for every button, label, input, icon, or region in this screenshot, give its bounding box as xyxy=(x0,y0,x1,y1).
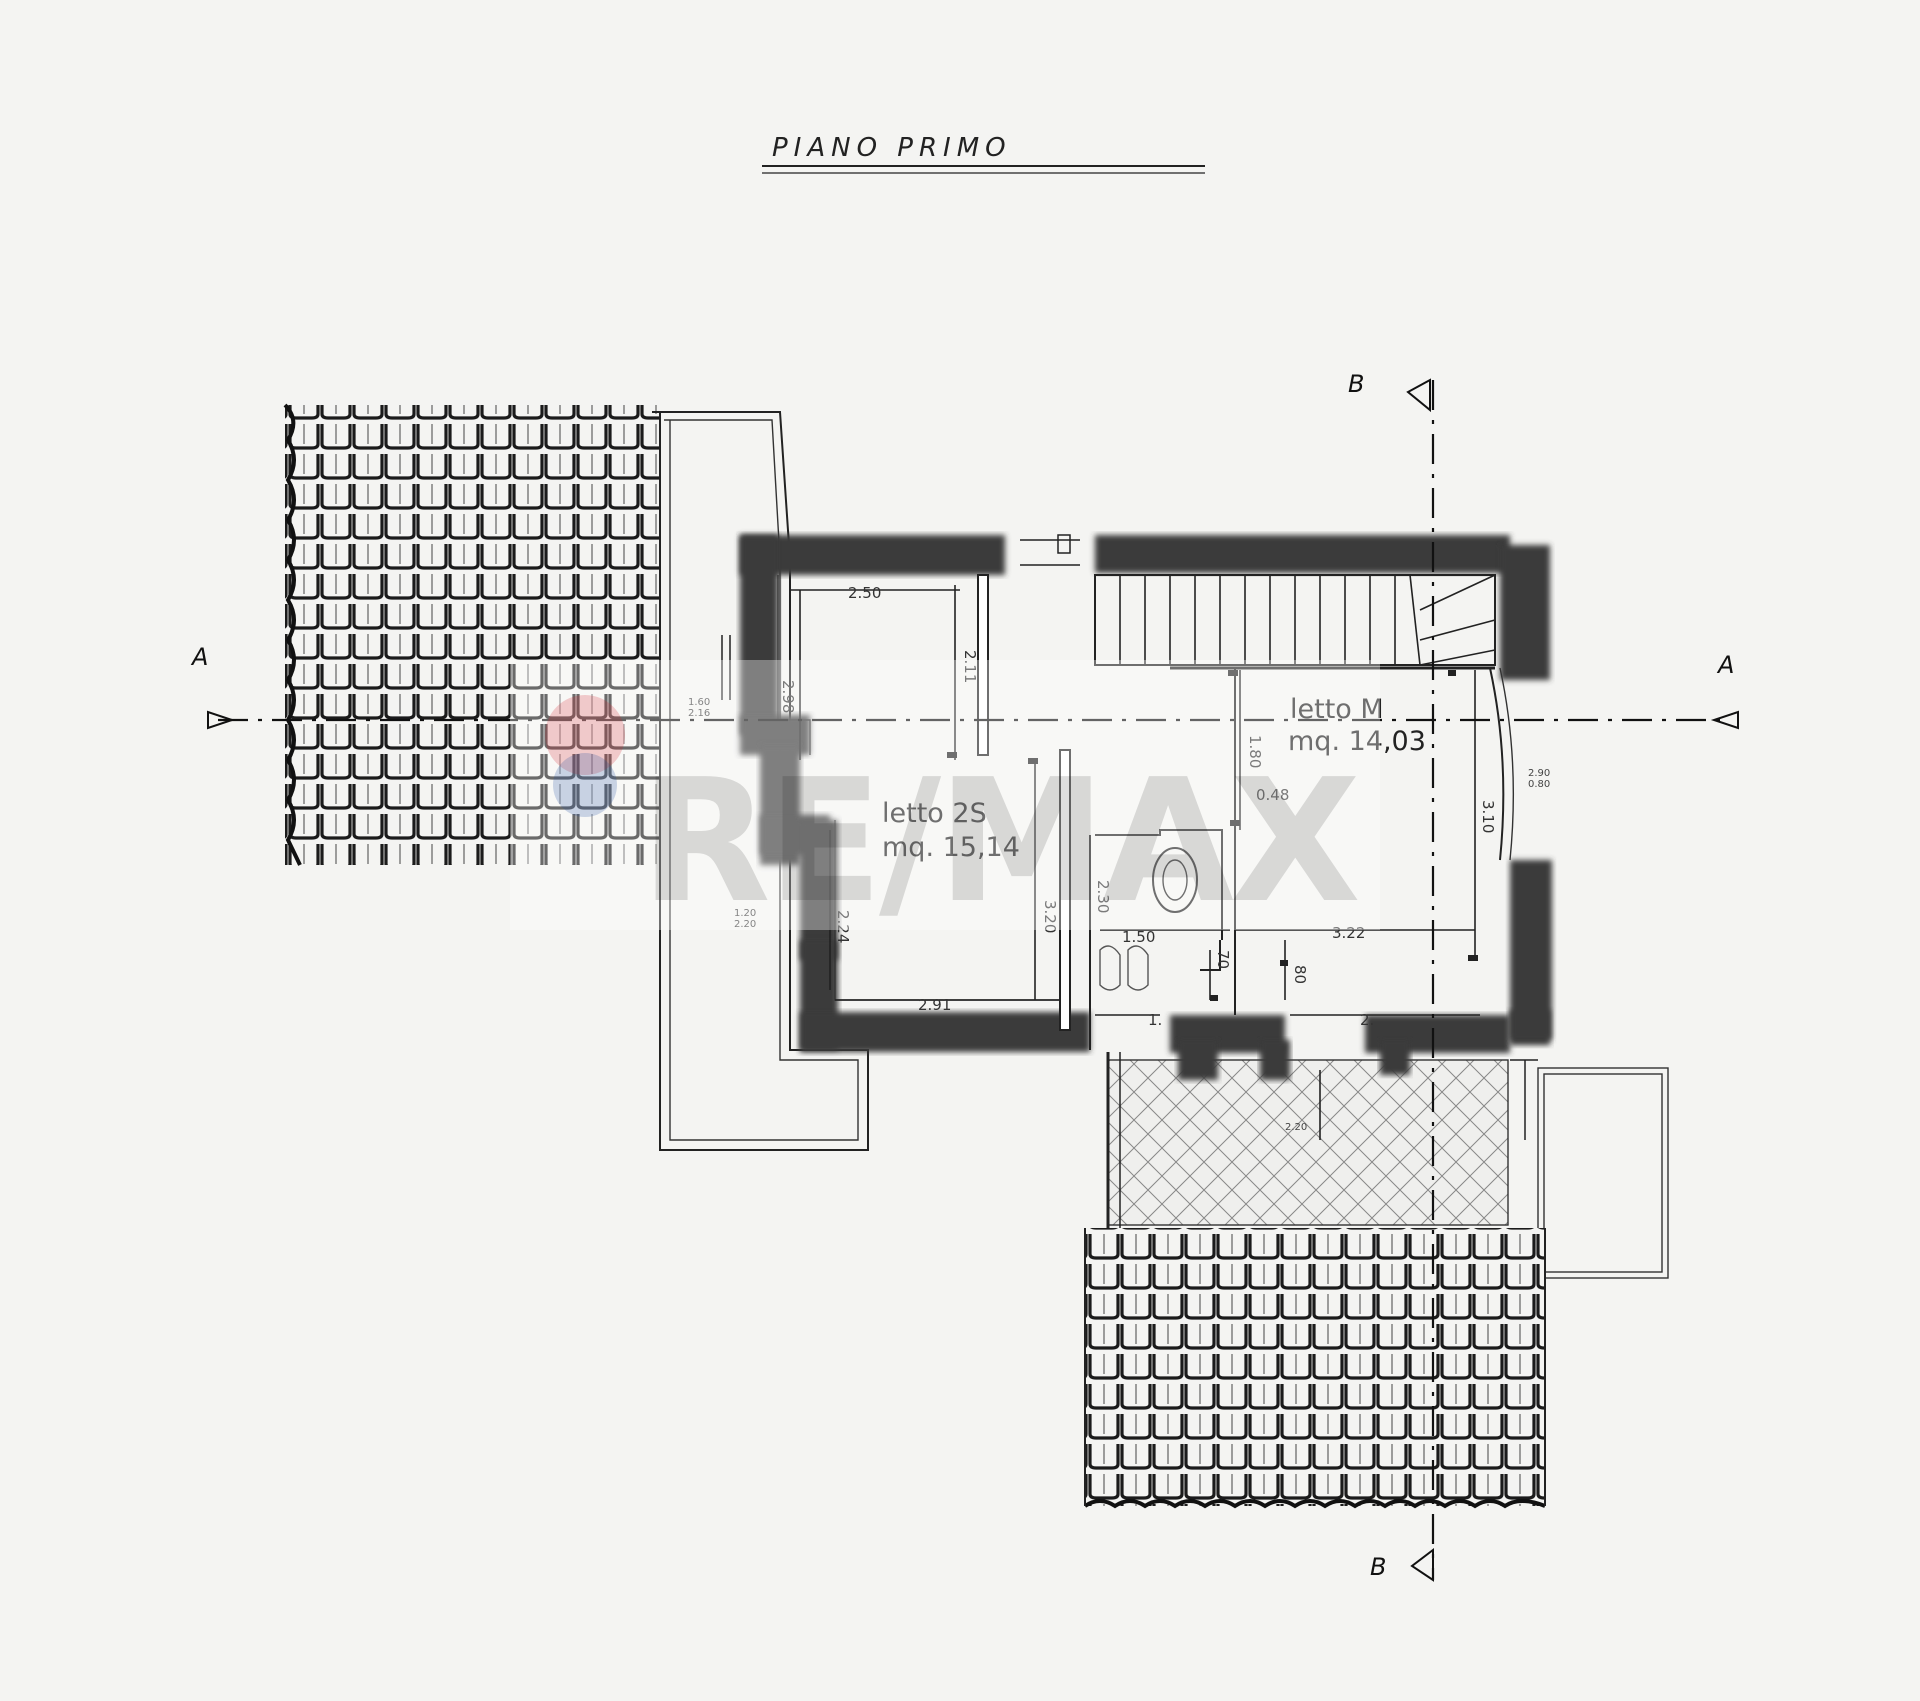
section-marker-a-right: A xyxy=(1716,651,1734,679)
dim-230: 2.30 xyxy=(1094,880,1112,913)
dim-070: 70 xyxy=(1214,950,1232,969)
dim-250: 2.50 xyxy=(848,584,881,602)
room-area-bedroom-m: mq. 14,03 xyxy=(1288,726,1426,757)
plan-title: PIANO PRIMO xyxy=(762,133,1205,174)
bath-fixtures xyxy=(1099,847,1198,991)
left-roof xyxy=(283,403,660,866)
partitions xyxy=(721,534,1538,1140)
dim-320: 3.20 xyxy=(1041,900,1059,933)
dim-211: 2.11 xyxy=(961,650,979,683)
stairs xyxy=(1094,574,1496,666)
section-marker-b-top: B xyxy=(1348,370,1364,398)
window-dim-left-top: 1.60 xyxy=(688,697,710,708)
dim-322: 3.22 xyxy=(1332,924,1365,942)
dim-048: 0.48 xyxy=(1256,786,1289,804)
terrace xyxy=(1106,1052,1509,1240)
dim-1x: 1. xyxy=(1148,1011,1162,1029)
dim-291: 2.91 xyxy=(918,996,951,1014)
balloon-icon xyxy=(545,695,625,775)
section-marker-b-bottom: B xyxy=(1370,1553,1386,1581)
window-dim-left-bottom-2: 2.20 xyxy=(734,919,756,930)
dim-224: 2.24 xyxy=(834,910,852,943)
window-dim-right: 2.90 xyxy=(1528,768,1550,779)
section-lines xyxy=(207,378,1739,1582)
remax-watermark: RE/MAX xyxy=(510,660,1380,941)
window-dim-left-top-2: 2.16 xyxy=(688,708,710,719)
room-name-bedroom-2s: letto 2S xyxy=(882,798,987,829)
dim-150: 1.50 xyxy=(1122,928,1155,946)
section-marker-a-left: A xyxy=(190,643,208,671)
room-area-bedroom-2s: mq. 15,14 xyxy=(882,832,1020,863)
watermark-text: RE/MAX xyxy=(640,743,1358,941)
dim-080: 80 xyxy=(1291,965,1309,984)
dim-298: 2.98 xyxy=(779,680,797,713)
dim-2x: 2. xyxy=(1360,1011,1374,1029)
dimension-ticks xyxy=(947,670,1478,1001)
dim-180: 1.80 xyxy=(1246,735,1264,768)
window-dim-terrace: 2.20 xyxy=(1285,1122,1307,1133)
walls xyxy=(740,535,1552,1080)
bottom-roof xyxy=(1083,1228,1546,1509)
window-dim-left-bottom: 1.20 xyxy=(734,908,756,919)
title-text: PIANO PRIMO xyxy=(772,133,1012,163)
room-name-bedroom-m: letto M xyxy=(1290,694,1384,725)
dimension-lines xyxy=(790,585,1480,1140)
window-dim-right-2: 0.80 xyxy=(1528,779,1550,790)
dim-310: 3.10 xyxy=(1479,800,1497,833)
right-canopy xyxy=(1537,1067,1669,1279)
